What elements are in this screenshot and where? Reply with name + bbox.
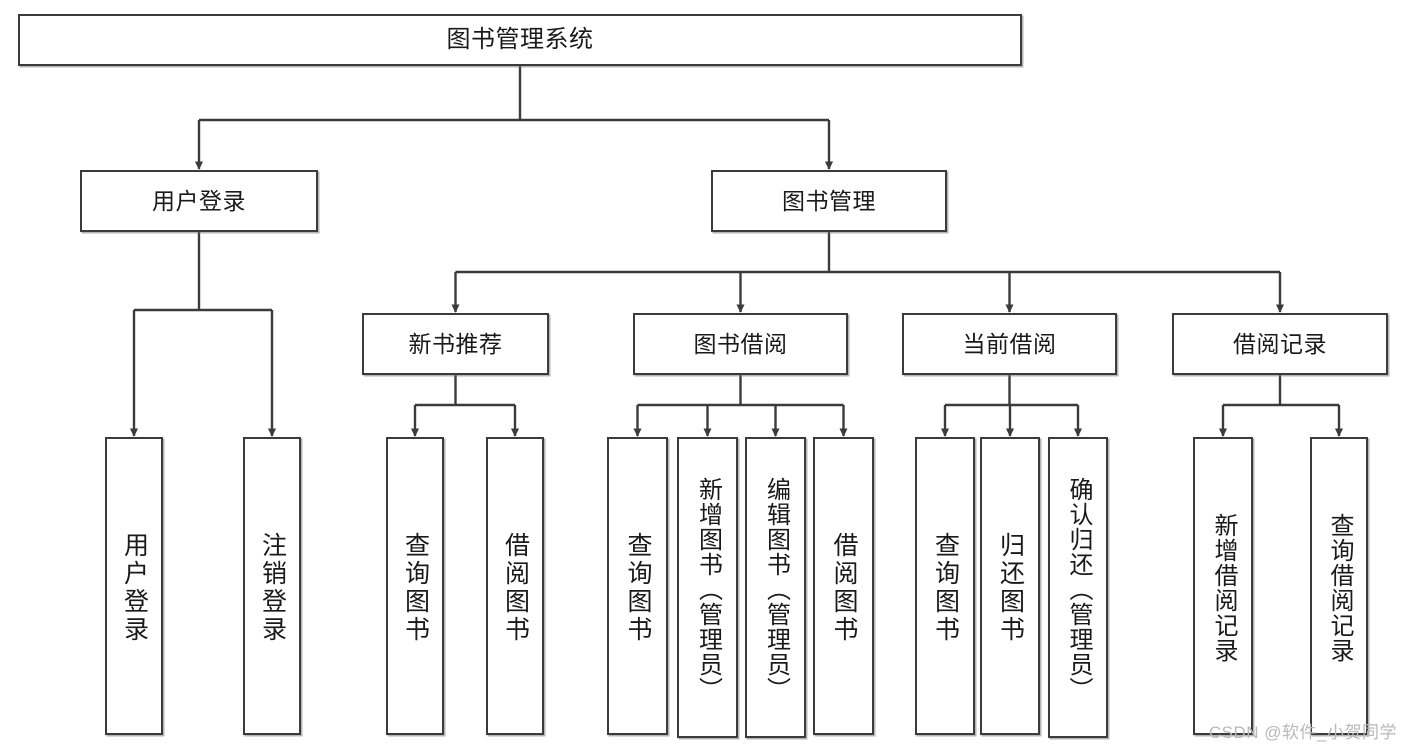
node-label: 新增借阅记录 [1210,513,1237,663]
node-label: 查询借阅记录 [1326,513,1353,663]
node-l-bo-edit[interactable]: 编辑图书（管理员） [745,437,806,738]
node-label: 查询图书 [931,532,960,644]
node-label: 新增图书（管理员） [694,477,722,702]
node-l-re-add[interactable]: 新增借阅记录 [1193,437,1253,735]
node-label: 归还图书 [996,532,1025,644]
node-label: 图书管理系统 [446,26,594,54]
node-label: 图书借阅 [693,330,788,357]
watermark-label: CSDN @软件_小贺同学 [1208,723,1397,742]
node-l-nb-b[interactable]: 借阅图书 [486,437,544,735]
node-l-cu-r[interactable]: 归还图书 [980,437,1040,735]
node-label: 注销登录 [258,532,287,644]
node-label: 编辑图书（管理员） [762,477,790,702]
node-l-cu-c[interactable]: 确认归还（管理员） [1048,437,1108,738]
node-l-re-q[interactable]: 查询借阅记录 [1310,437,1368,735]
node-l-cu-q[interactable]: 查询图书 [915,437,975,735]
node-l-login[interactable]: 用户登录 [105,437,163,735]
node-bookmgmt[interactable]: 图书管理 [711,170,947,232]
node-label: 查询图书 [401,532,430,644]
node-label: 确认归还（管理员） [1065,477,1092,702]
node-root[interactable]: 图书管理系统 [18,14,1022,66]
node-records[interactable]: 借阅记录 [1172,313,1388,375]
node-label: 用户登录 [120,532,149,644]
node-newbook[interactable]: 新书推荐 [362,313,549,375]
node-current[interactable]: 当前借阅 [902,313,1117,375]
node-label: 新书推荐 [408,330,503,357]
node-label: 用户登录 [152,187,246,214]
node-l-nb-q[interactable]: 查询图书 [386,437,444,735]
node-l-bo-b[interactable]: 借阅图书 [813,437,874,735]
node-l-bo-q[interactable]: 查询图书 [607,437,668,735]
node-borrow[interactable]: 图书借阅 [633,313,848,375]
node-login[interactable]: 用户登录 [80,170,318,232]
node-l-bo-add[interactable]: 新增图书（管理员） [677,437,738,738]
node-label: 查询图书 [624,532,652,644]
node-label: 借阅图书 [501,532,530,644]
node-label: 图书管理 [782,187,876,214]
node-label: 借阅图书 [830,532,858,644]
node-label: 借阅记录 [1233,330,1327,357]
node-l-logout[interactable]: 注销登录 [243,437,301,735]
node-label: 当前借阅 [962,330,1057,357]
